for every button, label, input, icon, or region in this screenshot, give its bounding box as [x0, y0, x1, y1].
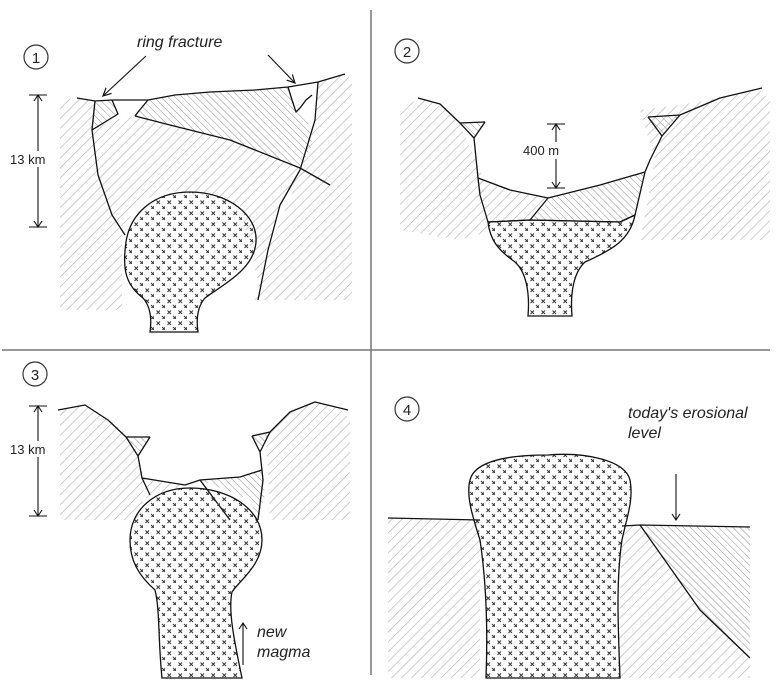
- new-magma-label-line-2: magma: [257, 644, 310, 661]
- ring-fracture-label: ring fracture: [137, 34, 222, 51]
- panel-1-magma-chamber: [125, 192, 257, 332]
- ring-fracture-pointer-left: [103, 56, 146, 96]
- panel-4-number: 4: [403, 402, 411, 419]
- panel-1-number-badge: 1: [24, 45, 48, 69]
- new-magma-label-line-1: new: [257, 624, 288, 641]
- country-rock-right-3: [265, 402, 350, 520]
- erosional-level-label-line-1: today's erosional: [628, 405, 748, 422]
- panel-3-number-badge: 3: [23, 362, 47, 386]
- panel-4-pluton: [469, 454, 631, 678]
- erosional-level-arrow: [672, 474, 680, 520]
- panel-2-magma-chamber: [488, 215, 635, 316]
- country-rock-left-4: [388, 518, 480, 678]
- country-rock-right-2: [640, 90, 770, 240]
- panel-2-subsidence-scale: 400 m: [522, 124, 570, 188]
- panel-1-depth-scale: 13 km: [10, 95, 56, 227]
- ring-fracture-pointer-right: [268, 55, 295, 83]
- panel-4: 4 today's erosional level: [388, 397, 750, 678]
- country-rock-left-3: [60, 405, 145, 520]
- panel-1-depth-label: 13 km: [10, 152, 45, 167]
- caldera-fill-upper-2: [530, 172, 645, 222]
- panel-3-magma-body: [130, 488, 262, 678]
- panel-3: 3 13 km new magma: [10, 362, 350, 678]
- new-magma-arrow: [239, 623, 247, 665]
- panel-2-number-badge: 2: [395, 39, 419, 63]
- panel-3-number: 3: [31, 367, 39, 384]
- panel-2-subsidence-label: 400 m: [523, 143, 559, 158]
- panel-2-number: 2: [403, 44, 411, 61]
- panel-3-depth-label: 13 km: [10, 442, 45, 457]
- panel-1-number: 1: [32, 50, 40, 67]
- panel-1: 1 ring fracture 13 km: [10, 34, 352, 332]
- country-rock-left-2: [400, 98, 495, 240]
- panel-3-depth-scale: 13 km: [10, 406, 56, 516]
- erosional-level-label-line-2: level: [628, 425, 661, 442]
- panel-2: 2 400 m: [395, 39, 770, 316]
- panel-4-number-badge: 4: [395, 397, 419, 421]
